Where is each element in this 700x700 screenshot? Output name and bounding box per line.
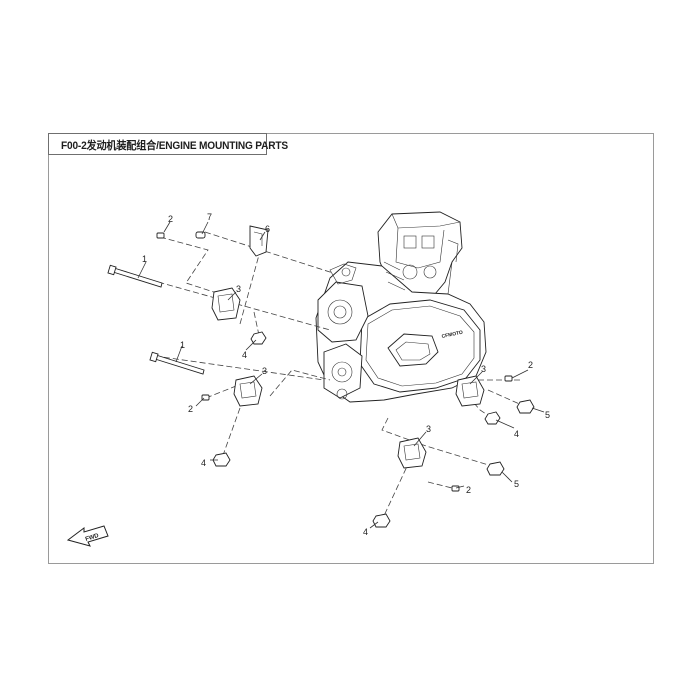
callout-4: 4	[363, 527, 368, 537]
callout-3: 3	[236, 284, 241, 294]
callout-5: 5	[514, 479, 519, 489]
bolt-7	[195, 231, 206, 239]
fwd-label: FWD	[85, 533, 100, 543]
forward-arrow-icon: FWD	[66, 525, 109, 547]
small-bolt	[156, 232, 165, 239]
callout-1: 1	[180, 340, 185, 350]
small-bolt	[504, 375, 513, 382]
callout-2: 2	[188, 404, 193, 414]
callout-4: 4	[242, 350, 247, 360]
long-bolt-upper	[107, 264, 163, 288]
callout-2: 2	[466, 485, 471, 495]
callout-3: 3	[481, 364, 486, 374]
engine-mount-3	[455, 375, 485, 407]
callout-5: 5	[545, 410, 550, 420]
callout-3: 3	[262, 366, 267, 376]
engine-mount-3	[211, 287, 241, 321]
diagram-title: F00-2发动机装配组合/ENGINE MOUNTING PARTS	[61, 140, 288, 152]
small-bolt	[451, 485, 460, 492]
callout-leaders	[137, 221, 545, 529]
flange-nut-5	[516, 399, 535, 414]
engine-mount-3	[233, 375, 263, 407]
callout-1: 1	[142, 254, 147, 264]
nut-4	[372, 513, 391, 528]
callout-3: 3	[426, 424, 431, 434]
diagram-frame	[48, 133, 654, 564]
nut-4	[484, 411, 501, 425]
engine-logo: CFMOTO	[441, 330, 463, 340]
callout-7: 7	[207, 212, 212, 222]
nut-4	[212, 452, 231, 467]
callout-4: 4	[514, 429, 519, 439]
flange-nut-5	[486, 461, 505, 476]
long-bolt-lower	[149, 351, 205, 375]
engine-mount-3	[397, 437, 427, 469]
callout-4: 4	[201, 458, 206, 468]
bracket-6	[249, 225, 269, 257]
engine-assembly: CFMOTO	[315, 211, 487, 403]
callout-2: 2	[168, 214, 173, 224]
callout-6: 6	[265, 224, 270, 234]
callout-2: 2	[528, 360, 533, 370]
title-box: F00-2发动机装配组合/ENGINE MOUNTING PARTS	[48, 133, 288, 155]
